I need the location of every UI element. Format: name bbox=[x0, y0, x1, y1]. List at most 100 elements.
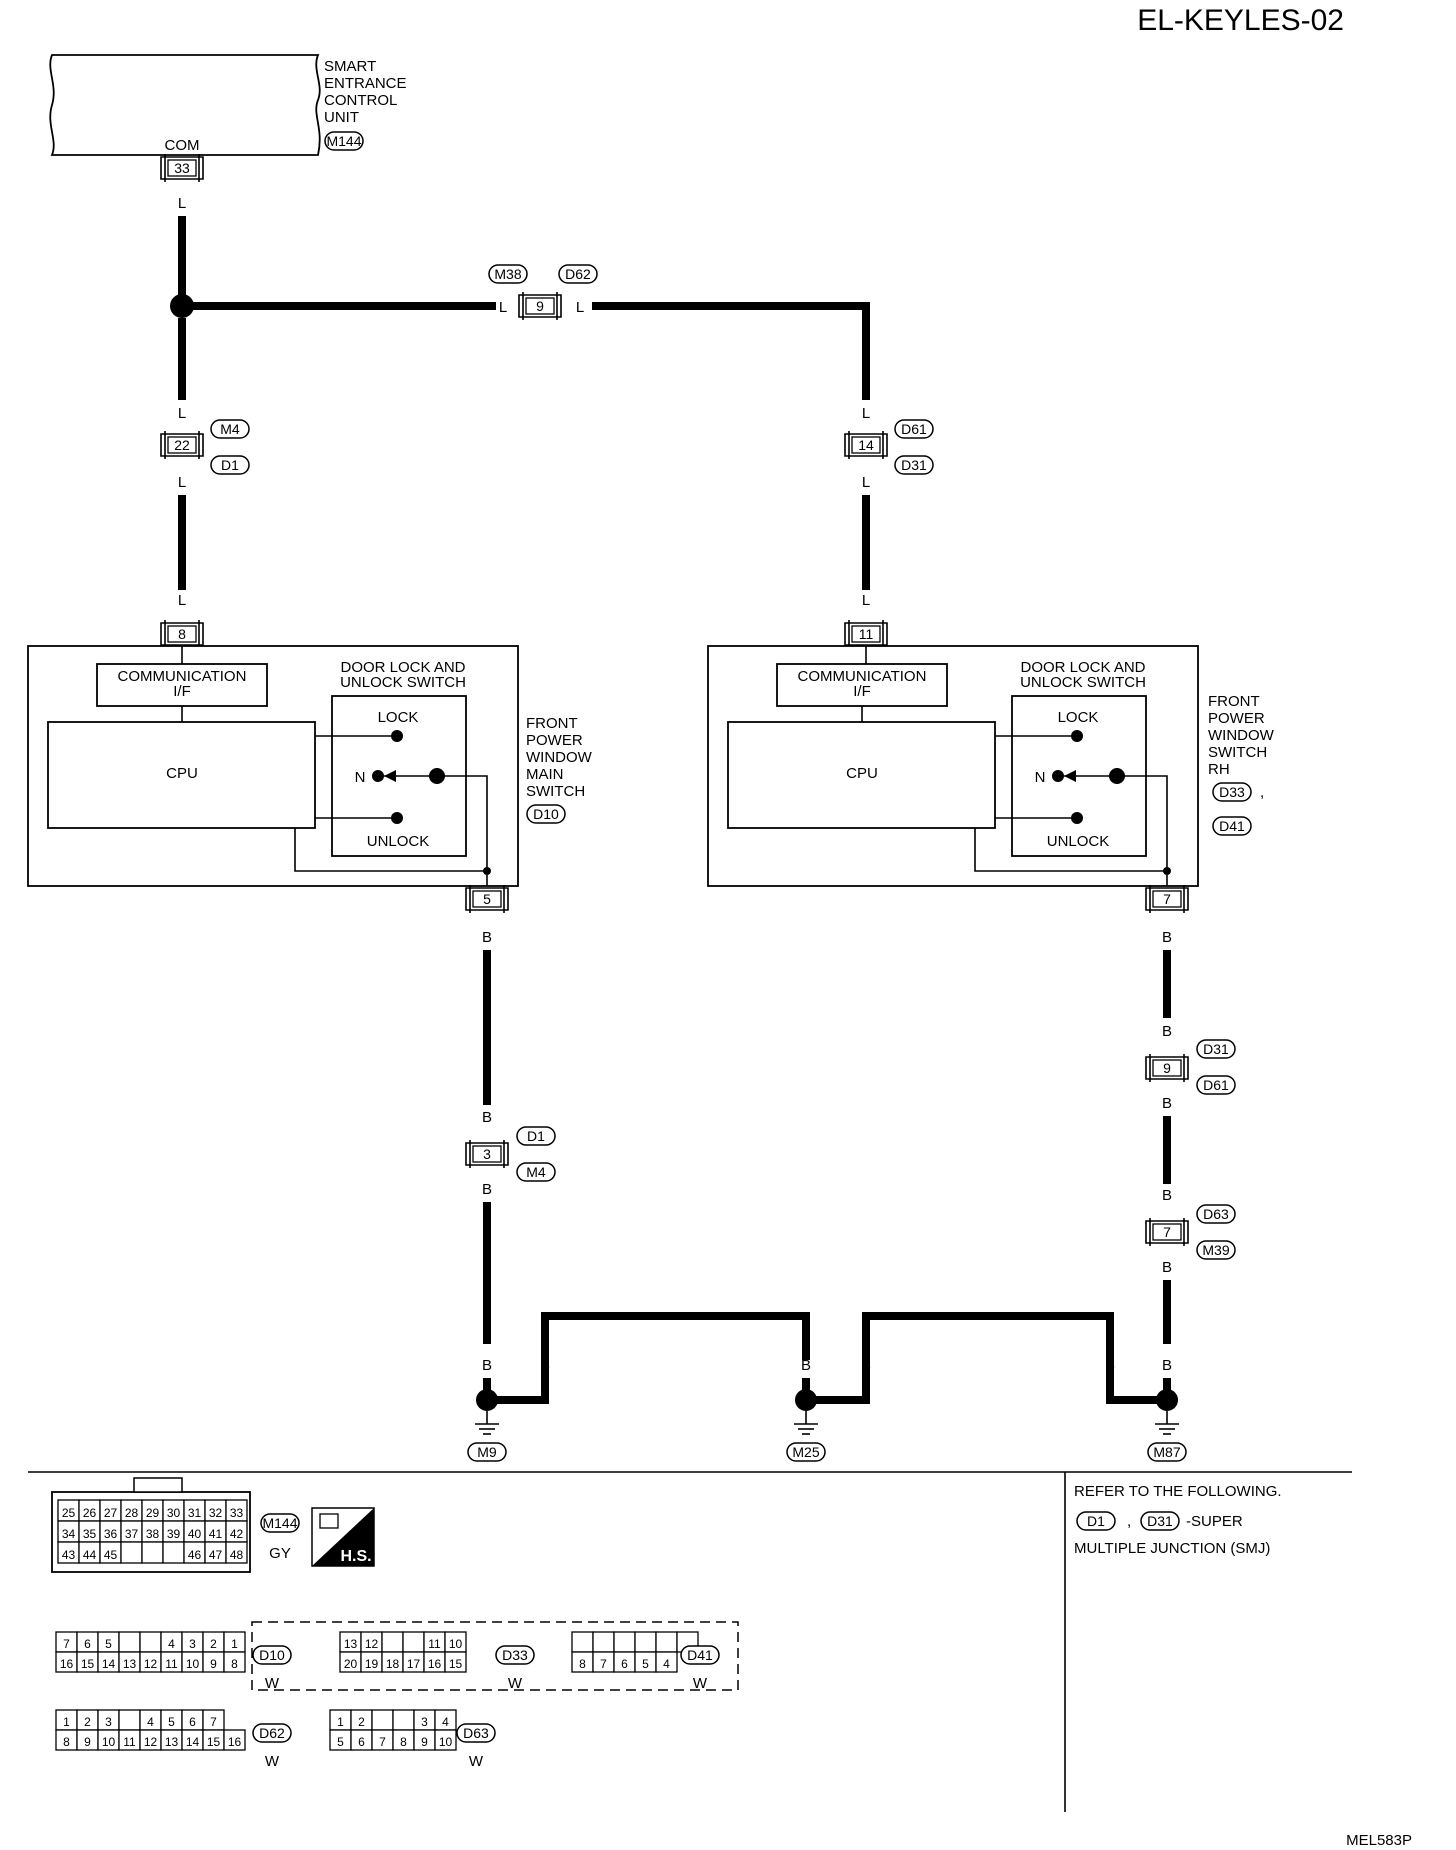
connector-code: M25 bbox=[792, 1444, 819, 1460]
connector-cell bbox=[444, 1651, 467, 1673]
wire-color-label: L bbox=[178, 474, 186, 491]
cell-pin: 1 bbox=[231, 1637, 238, 1651]
pin-number: 7 bbox=[1163, 891, 1171, 907]
cell-pin: 7 bbox=[379, 1735, 386, 1749]
cell-pin: 8 bbox=[400, 1735, 407, 1749]
wire-color-label: B bbox=[482, 929, 492, 946]
connector-cell bbox=[434, 1729, 457, 1751]
connector-cell bbox=[634, 1631, 657, 1653]
cell-pin: 10 bbox=[186, 1657, 200, 1671]
connector-view-color: GY bbox=[269, 1545, 291, 1562]
pivot-line bbox=[1117, 775, 1168, 871]
cell-pin: 36 bbox=[104, 1527, 118, 1541]
unlock-contact bbox=[1071, 812, 1083, 824]
cell-pin: 18 bbox=[386, 1657, 400, 1671]
cell-pin: 47 bbox=[209, 1548, 223, 1562]
main-switch-connector: D10 bbox=[526, 804, 566, 824]
terminal-label: COM bbox=[165, 137, 200, 154]
cell-pin: 8 bbox=[63, 1735, 70, 1749]
hs-label: H.S. bbox=[340, 1548, 371, 1565]
lock-label: LOCK bbox=[378, 709, 419, 726]
connector-cell bbox=[141, 1541, 164, 1564]
cell-pin: 12 bbox=[365, 1637, 379, 1651]
cell-pin: 15 bbox=[207, 1735, 221, 1749]
wire-color-label: B bbox=[1162, 1259, 1172, 1276]
cell-pin: 12 bbox=[144, 1735, 158, 1749]
right-junction-lower: D31 bbox=[894, 455, 934, 475]
wire-color-label: B bbox=[801, 1357, 811, 1374]
rh-switch-connector-1: D33 bbox=[1212, 782, 1252, 802]
cell-pin: 4 bbox=[442, 1715, 449, 1729]
cell-pin: 7 bbox=[210, 1715, 217, 1729]
unit-pin: 33 bbox=[160, 154, 204, 182]
main-switch-pin: 8 bbox=[160, 620, 204, 648]
pin-number: 33 bbox=[174, 160, 190, 176]
cell-pin: 8 bbox=[579, 1657, 586, 1671]
refer-separator: , bbox=[1127, 1513, 1131, 1530]
cell-pin: 38 bbox=[146, 1527, 160, 1541]
control-unit-box bbox=[49, 54, 321, 156]
connector-code: M38 bbox=[494, 266, 521, 282]
cell-pin: 15 bbox=[449, 1657, 463, 1671]
cell-pin: 40 bbox=[188, 1527, 202, 1541]
pin-number: 7 bbox=[1163, 1224, 1171, 1240]
connector-code: D31 bbox=[1203, 1041, 1229, 1057]
cell-pin: 20 bbox=[344, 1657, 358, 1671]
cell-pin: 3 bbox=[421, 1715, 428, 1729]
right-junction-pin: 14 bbox=[844, 431, 888, 459]
connector-code: D41 bbox=[1219, 818, 1245, 834]
refer-connector-1: D1 bbox=[1076, 1511, 1116, 1531]
wire-color-label: B bbox=[1162, 1095, 1172, 1112]
wire-color-label: L bbox=[862, 474, 870, 491]
cell-pin: 37 bbox=[125, 1527, 139, 1541]
unlock-label: UNLOCK bbox=[367, 833, 430, 850]
neutral-label: N bbox=[355, 769, 366, 786]
connector-cell bbox=[223, 1729, 246, 1751]
pin-number: 3 bbox=[483, 1146, 491, 1162]
refer-text: REFER TO THE FOLLOWING. bbox=[1074, 1483, 1282, 1500]
right-ground-junction1-pin: 9 bbox=[1145, 1054, 1189, 1082]
ground-label: M9 bbox=[467, 1442, 507, 1462]
connector-cell bbox=[225, 1541, 248, 1564]
neutral-contact bbox=[372, 770, 384, 782]
connector-separator: , bbox=[1260, 784, 1264, 801]
wire-color-label: L bbox=[499, 299, 507, 316]
cell-pin: 2 bbox=[84, 1715, 91, 1729]
pin-number: 9 bbox=[1163, 1060, 1171, 1076]
connector-view-id: D33 bbox=[495, 1645, 535, 1665]
page-id: EL-KEYLES-02 bbox=[1137, 4, 1344, 37]
cell-pin: 3 bbox=[105, 1715, 112, 1729]
connector-code: D10 bbox=[259, 1647, 285, 1663]
cell-pin: 48 bbox=[230, 1548, 244, 1562]
pin-number: 8 bbox=[178, 626, 186, 642]
connector-code: M4 bbox=[526, 1164, 546, 1180]
cell-pin: 5 bbox=[168, 1715, 175, 1729]
right-ground-junction2-lower: M39 bbox=[1196, 1240, 1236, 1260]
lock-label: LOCK bbox=[1058, 709, 1099, 726]
right-ground-junction2-pin: 7 bbox=[1145, 1218, 1189, 1246]
wire-color-label: L bbox=[862, 592, 870, 609]
connector-cell bbox=[120, 1541, 143, 1564]
figure-id: MEL583P bbox=[1346, 1832, 1412, 1849]
wire-color-label: L bbox=[178, 405, 186, 422]
cell-pin: 16 bbox=[228, 1735, 242, 1749]
junction-top-right-connector: D62 bbox=[558, 264, 598, 284]
connector-cell bbox=[392, 1709, 415, 1731]
cell-pin: 32 bbox=[209, 1506, 223, 1520]
ground-m87 bbox=[1155, 1389, 1179, 1435]
unlock-label: UNLOCK bbox=[1047, 833, 1110, 850]
cell-pin: 2 bbox=[210, 1637, 217, 1651]
neutral-contact bbox=[1052, 770, 1064, 782]
wire-color-label: B bbox=[1162, 1023, 1172, 1040]
cell-pin: 15 bbox=[81, 1657, 95, 1671]
wire-color-label: B bbox=[1162, 929, 1172, 946]
connector-code: D10 bbox=[533, 806, 559, 822]
cpu-ground-line bbox=[294, 828, 487, 872]
cell-pin: 6 bbox=[621, 1657, 628, 1671]
right-ground-junction1-upper: D31 bbox=[1196, 1039, 1236, 1059]
neutral-label: N bbox=[1035, 769, 1046, 786]
